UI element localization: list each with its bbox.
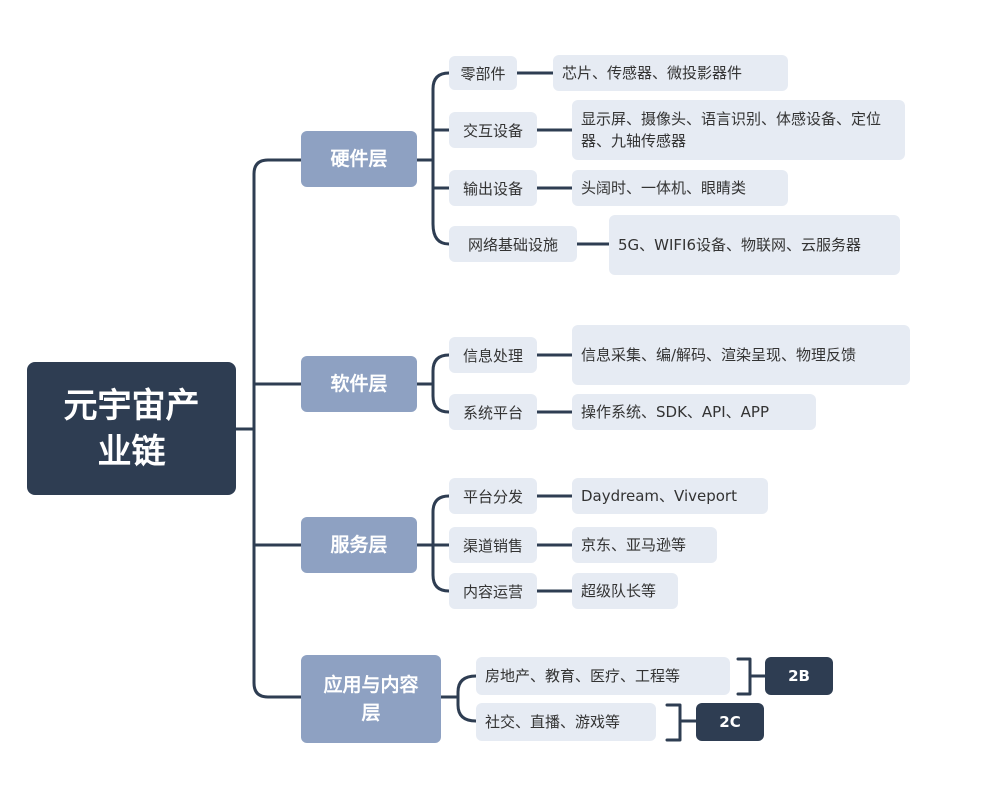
category-node: 网络基础设施 [449,226,577,262]
detail-node: Daydream、Viveport [572,478,768,514]
detail-node: 信息采集、编/解码、渲染呈现、物理反馈 [572,325,910,385]
detail-node: 京东、亚马逊等 [572,527,717,563]
category-node: 系统平台 [449,394,537,430]
category-node: 渠道销售 [449,527,537,563]
detail-node: 显示屏、摄像头、语言识别、体感设备、定位器、九轴传感器 [572,100,905,160]
tag-2b: 2B [765,657,833,695]
layer-hardware: 硬件层 [301,131,417,187]
detail-node: 超级队长等 [572,573,678,609]
tag-2c: 2C [696,703,764,741]
layer-service: 服务层 [301,517,417,573]
layer-application: 应用与内容层 [301,655,441,743]
detail-node: 头阔时、一体机、眼睛类 [572,170,788,206]
layer-software: 软件层 [301,356,417,412]
detail-node: 5G、WIFI6设备、物联网、云服务器 [609,215,900,275]
detail-node: 房地产、教育、医疗、工程等 [476,657,730,695]
detail-node: 社交、直播、游戏等 [476,703,656,741]
root-node: 元宇宙产业链 [27,362,236,495]
category-node: 平台分发 [449,478,537,514]
category-node: 信息处理 [449,337,537,373]
detail-node: 芯片、传感器、微投影器件 [553,55,788,91]
category-node: 内容运营 [449,573,537,609]
detail-node: 操作系统、SDK、API、APP [572,394,816,430]
category-node: 交互设备 [449,112,537,148]
category-node: 输出设备 [449,170,537,206]
category-node: 零部件 [449,56,517,90]
